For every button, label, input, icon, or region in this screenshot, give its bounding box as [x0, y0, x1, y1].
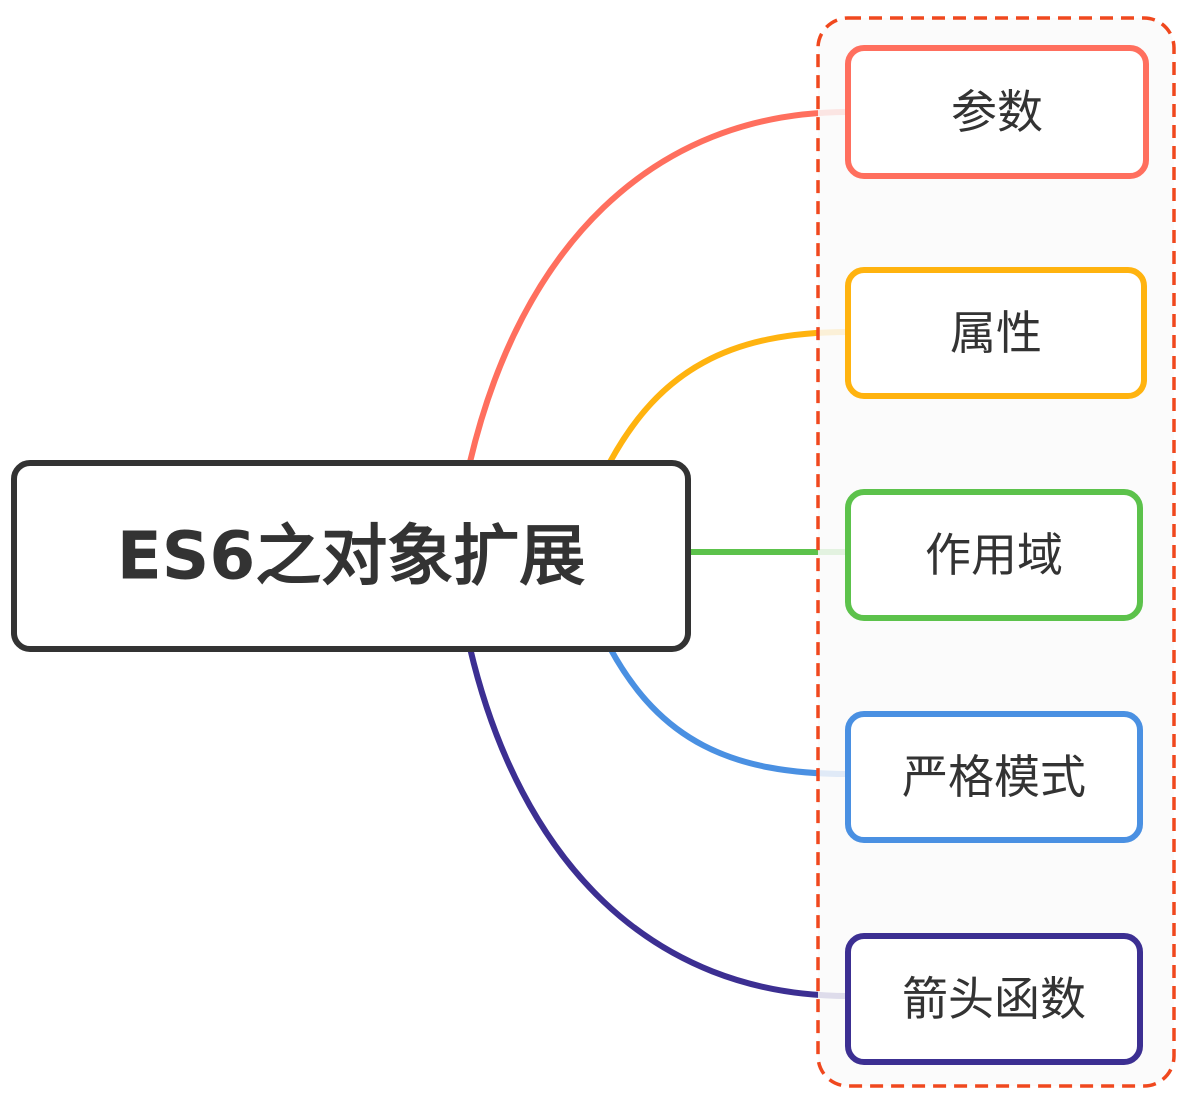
branch-node-5[interactable]: 箭头函数	[845, 933, 1143, 1065]
branch-node-box	[845, 933, 1143, 1065]
connector-branch-4	[607, 646, 849, 777]
branch-node-label: 严格模式	[902, 750, 1086, 804]
branch-node-1[interactable]: 参数	[845, 45, 1149, 179]
branch-node-3[interactable]: 作用域	[845, 489, 1143, 621]
connectors	[467, 109, 849, 999]
connector-branch-5	[467, 647, 849, 999]
branch-node-4[interactable]: 严格模式	[845, 711, 1143, 843]
branch-node-box	[845, 267, 1147, 399]
branch-node-label: 箭头函数	[902, 972, 1086, 1026]
branch-node-label: 属性	[950, 306, 1042, 360]
branch-node-label: 作用域	[925, 528, 1063, 582]
connector-branch-1	[467, 109, 849, 463]
root-node[interactable]: ES6之对象扩展	[11, 460, 691, 652]
branch-node-label: 参数	[951, 85, 1043, 139]
branch-node-box	[845, 45, 1149, 179]
branch-node-box	[845, 711, 1143, 843]
branch-node-box	[845, 489, 1143, 621]
connector-branch-2	[607, 329, 849, 464]
root-node-label: ES6之对象扩展	[117, 518, 586, 595]
branch-node-2[interactable]: 属性	[845, 267, 1147, 399]
root-node-box	[11, 460, 691, 652]
